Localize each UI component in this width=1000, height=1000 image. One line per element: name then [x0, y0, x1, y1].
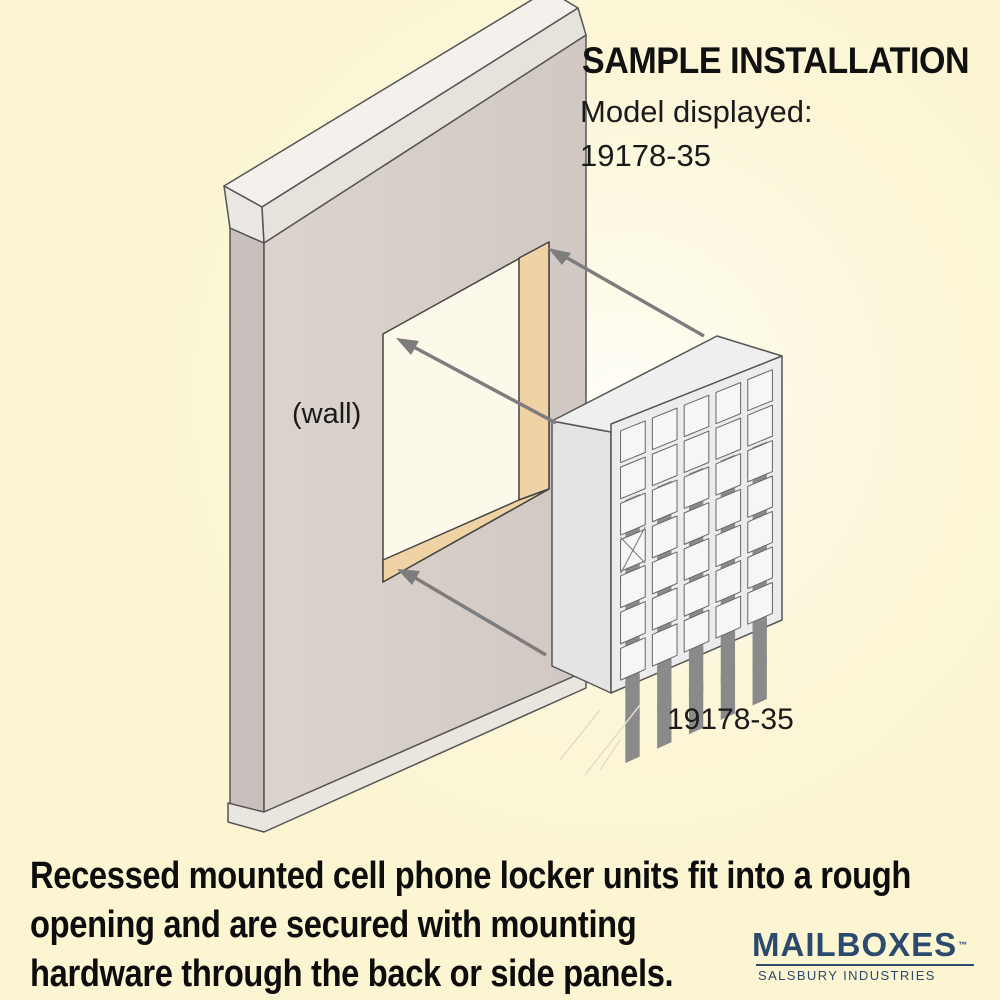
locker-side-panel [551, 420, 612, 694]
locker-door-slot [688, 682, 704, 735]
locker-door [683, 430, 710, 474]
model-label: Model displayed: [580, 94, 813, 129]
locker-door [651, 407, 678, 451]
page-title: SAMPLE INSTALLATION [582, 40, 970, 81]
caption-line: opening and are secured with mounting [30, 904, 637, 946]
brand-divider [756, 964, 974, 966]
wall-label: (wall) [292, 398, 362, 430]
locker-doors [620, 369, 773, 764]
locker-door [715, 560, 742, 603]
locker-door-x-mark [620, 526, 646, 574]
caption-line: hardware through the back or side panels… [30, 953, 674, 995]
locker-door [747, 475, 773, 518]
locker-door [747, 546, 773, 590]
arrowhead-top-right [548, 248, 571, 265]
locker-door-slot [720, 668, 736, 720]
locker-door [620, 601, 646, 645]
unit-label: 19178-35 [667, 703, 794, 736]
locker-door [620, 492, 646, 536]
locker-door [683, 502, 710, 545]
locker-unit [551, 335, 783, 764]
opening-bottom-frame [382, 488, 550, 583]
locker-door [747, 369, 773, 412]
opening-side-frame [518, 241, 550, 501]
locker-door [620, 420, 646, 464]
locker-door [715, 453, 742, 496]
locker-door [651, 587, 678, 631]
locker-door [651, 479, 678, 523]
wall-base-trim [227, 670, 587, 833]
locker-door [651, 443, 678, 487]
locker-door [715, 381, 742, 425]
locker-door-slot [752, 654, 767, 706]
locker-door [620, 456, 646, 500]
locker-door [683, 609, 710, 653]
locker-door-slot [657, 696, 672, 749]
locker-door [683, 573, 710, 617]
locker-door [747, 581, 773, 625]
locker-door [651, 551, 678, 595]
wall-top-trim-front [261, 7, 587, 244]
brand-name: MAILBOXES [752, 926, 958, 963]
locker-door [747, 404, 773, 447]
brand-tagline: SALSBURY INDUSTRIES [758, 968, 936, 983]
wall-side-face [229, 227, 265, 813]
locker-door [715, 488, 742, 532]
locker-door-slot [625, 711, 640, 764]
brand-logo: MAILBOXES™ SALSBURY INDUSTRIES [752, 928, 982, 983]
caption: Recessed mounted cell phone locker units… [30, 852, 976, 999]
locker-door [651, 515, 678, 559]
model-number: 19178-35 [580, 138, 712, 173]
rough-opening [382, 241, 550, 583]
locker-door [715, 417, 742, 460]
locker-door [683, 394, 710, 438]
arrow-bottom-left [411, 574, 547, 657]
locker-door [715, 524, 742, 568]
brand-trademark: ™ [958, 940, 969, 950]
floor-shadow [559, 704, 641, 776]
locker-door [747, 440, 773, 483]
arrowhead-bottom-left [397, 569, 420, 585]
arrowhead-top-left [396, 338, 419, 355]
locker-door [651, 623, 678, 667]
locker-door [747, 510, 773, 554]
arrows [396, 248, 705, 657]
locker-door [620, 637, 646, 681]
locker-door [715, 595, 742, 639]
caption-line: Recessed mounted cell phone locker units… [30, 855, 912, 897]
locker-door [683, 466, 710, 509]
arrow-top-right [561, 253, 705, 338]
locker-door [683, 537, 710, 581]
locker-door [620, 564, 646, 609]
arrow-top-left [409, 343, 557, 425]
